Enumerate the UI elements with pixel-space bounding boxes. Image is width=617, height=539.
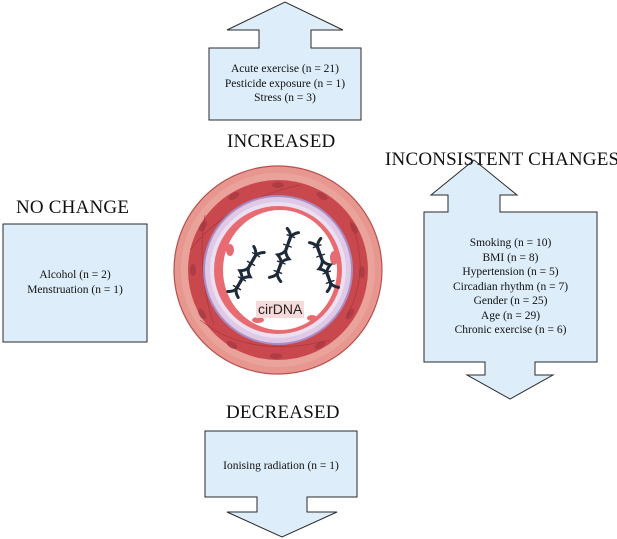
list-item: Chronic exercise (n = 6)	[454, 324, 567, 336]
decreased-list: Ionising radiation (n = 1)	[205, 459, 357, 474]
list-item: Alcohol (n = 2)	[39, 269, 111, 281]
list-item: Smoking (n = 10)	[469, 237, 552, 249]
list-item: Hypertension (n = 5)	[462, 266, 559, 278]
list-item: Gender (n = 25)	[473, 295, 548, 307]
no-change-heading: NO CHANGE	[16, 197, 130, 218]
no-change-box	[2, 223, 148, 343]
list-item: Acute exercise (n = 21)	[230, 63, 340, 75]
list-item: Pesticide exposure (n = 1)	[224, 77, 346, 90]
list-item: BMI (n = 8)	[482, 251, 539, 264]
no-change-list: Alcohol (n = 2) Menstruation (n = 1)	[3, 268, 147, 297]
increased-list: Acute exercise (n = 21) Pesticide exposu…	[209, 62, 361, 106]
dna-helix-icon	[226, 227, 341, 300]
list-item: Ionising radiation (n = 1)	[223, 460, 339, 472]
list-item: Age (n = 29)	[480, 309, 541, 322]
decreased-heading: DECREASED	[226, 402, 340, 423]
decreased-arrow-box	[204, 430, 358, 538]
inconsistent-heading: INCONSISTENT CHANGES	[385, 149, 617, 170]
increased-heading: INCREASED	[227, 131, 336, 152]
list-item: Stress (n = 3)	[254, 92, 316, 104]
inconsistent-double-arrow-box	[423, 159, 598, 400]
list-item: Circadian rhythm (n = 7)	[452, 280, 569, 293]
list-item: Menstruation (n = 1)	[27, 283, 123, 296]
inconsistent-list: Smoking (n = 10) BMI (n = 8) Hypertensio…	[424, 236, 597, 338]
increased-arrow-box	[208, 1, 362, 121]
cirdna-label: cirDNA	[256, 301, 305, 318]
